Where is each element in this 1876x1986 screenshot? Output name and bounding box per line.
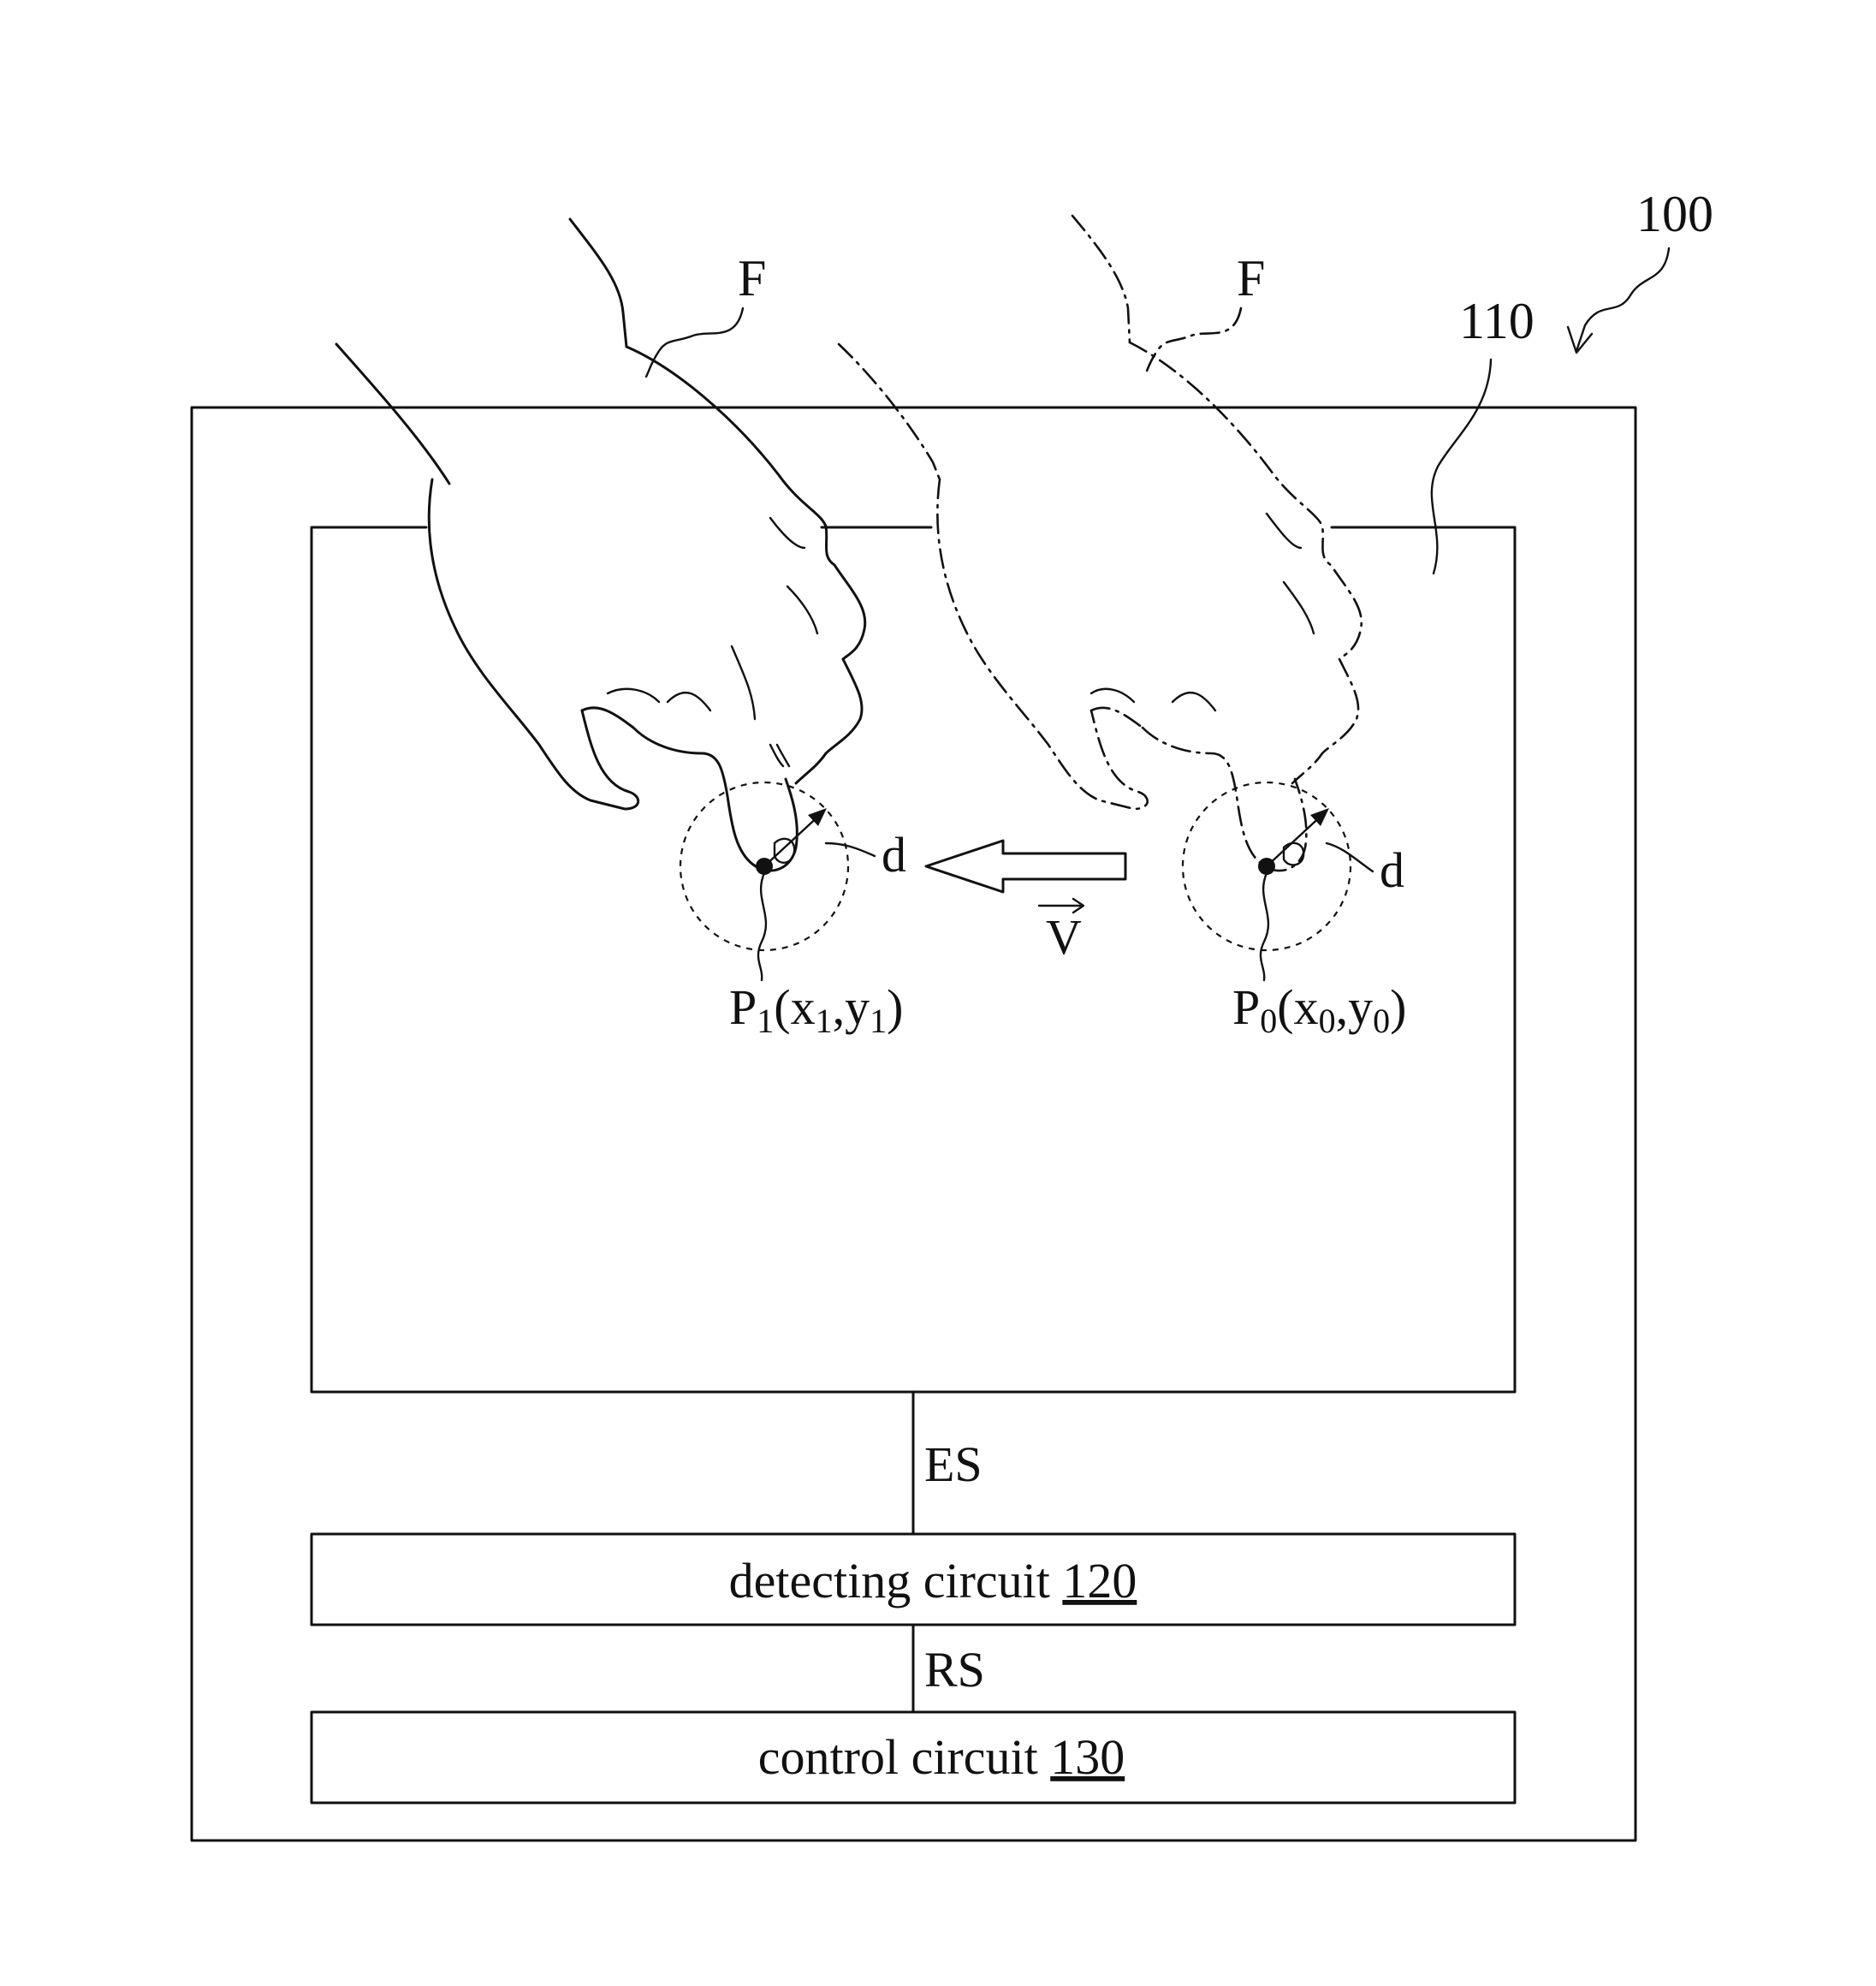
finger-left-label: F <box>738 250 766 306</box>
svg-text:P0(x0,y0): P0(x0,y0) <box>1232 979 1406 1040</box>
p0-x-subscript: 0 <box>1319 1002 1336 1040</box>
rs-signal-label: RS <box>924 1642 985 1698</box>
p1-mid: ,y <box>833 979 870 1035</box>
p1-x-subscript: 1 <box>816 1002 833 1040</box>
p1-open: (x <box>774 979 815 1035</box>
svg-text:detecting circuit 120: detecting circuit 120 <box>729 1553 1137 1608</box>
detecting-circuit-label: detecting circuit <box>729 1553 1063 1608</box>
p0-open: (x <box>1277 979 1318 1035</box>
es-signal-label: ES <box>924 1436 983 1492</box>
touch-panel-frame <box>312 527 1515 1392</box>
right-hand-drawing <box>839 216 1362 871</box>
p1-y-subscript: 1 <box>870 1002 887 1040</box>
control-circuit-label: control circuit <box>758 1729 1050 1785</box>
radius-arrow-p0 <box>1267 813 1324 866</box>
p1-subscript: 1 <box>757 1002 774 1040</box>
p0-subscript: 0 <box>1260 1002 1277 1040</box>
finger-right-label: F <box>1237 250 1265 306</box>
svg-text:P1(x1,y1): P1(x1,y1) <box>729 979 903 1040</box>
p0-mid: ,y <box>1336 979 1374 1035</box>
radius-leader-left <box>826 843 875 856</box>
p1-leader <box>758 873 766 980</box>
p0-letter: P <box>1232 979 1260 1035</box>
radius-label-right: d <box>1380 842 1404 898</box>
p0-y-subscript: 0 <box>1373 1002 1390 1040</box>
radius-label-left: d <box>882 827 906 883</box>
control-circuit-number: 130 <box>1050 1729 1125 1785</box>
motion-vector-arrow <box>926 841 1125 892</box>
p0-close: ) <box>1390 979 1406 1035</box>
p1-letter: P <box>729 979 757 1035</box>
panel-reference-numeral: 110 <box>1459 293 1535 349</box>
detecting-circuit-number: 120 <box>1062 1553 1137 1608</box>
vector-label: V <box>1046 909 1082 965</box>
left-hand-drawing <box>336 219 865 871</box>
panel-leader <box>1432 360 1491 574</box>
svg-text:control circuit 130: control circuit 130 <box>758 1729 1125 1785</box>
p0-leader <box>1261 873 1268 980</box>
p1-close: ) <box>887 979 903 1035</box>
device-reference-numeral: 100 <box>1636 186 1713 242</box>
finger-right-leader <box>1144 308 1241 377</box>
